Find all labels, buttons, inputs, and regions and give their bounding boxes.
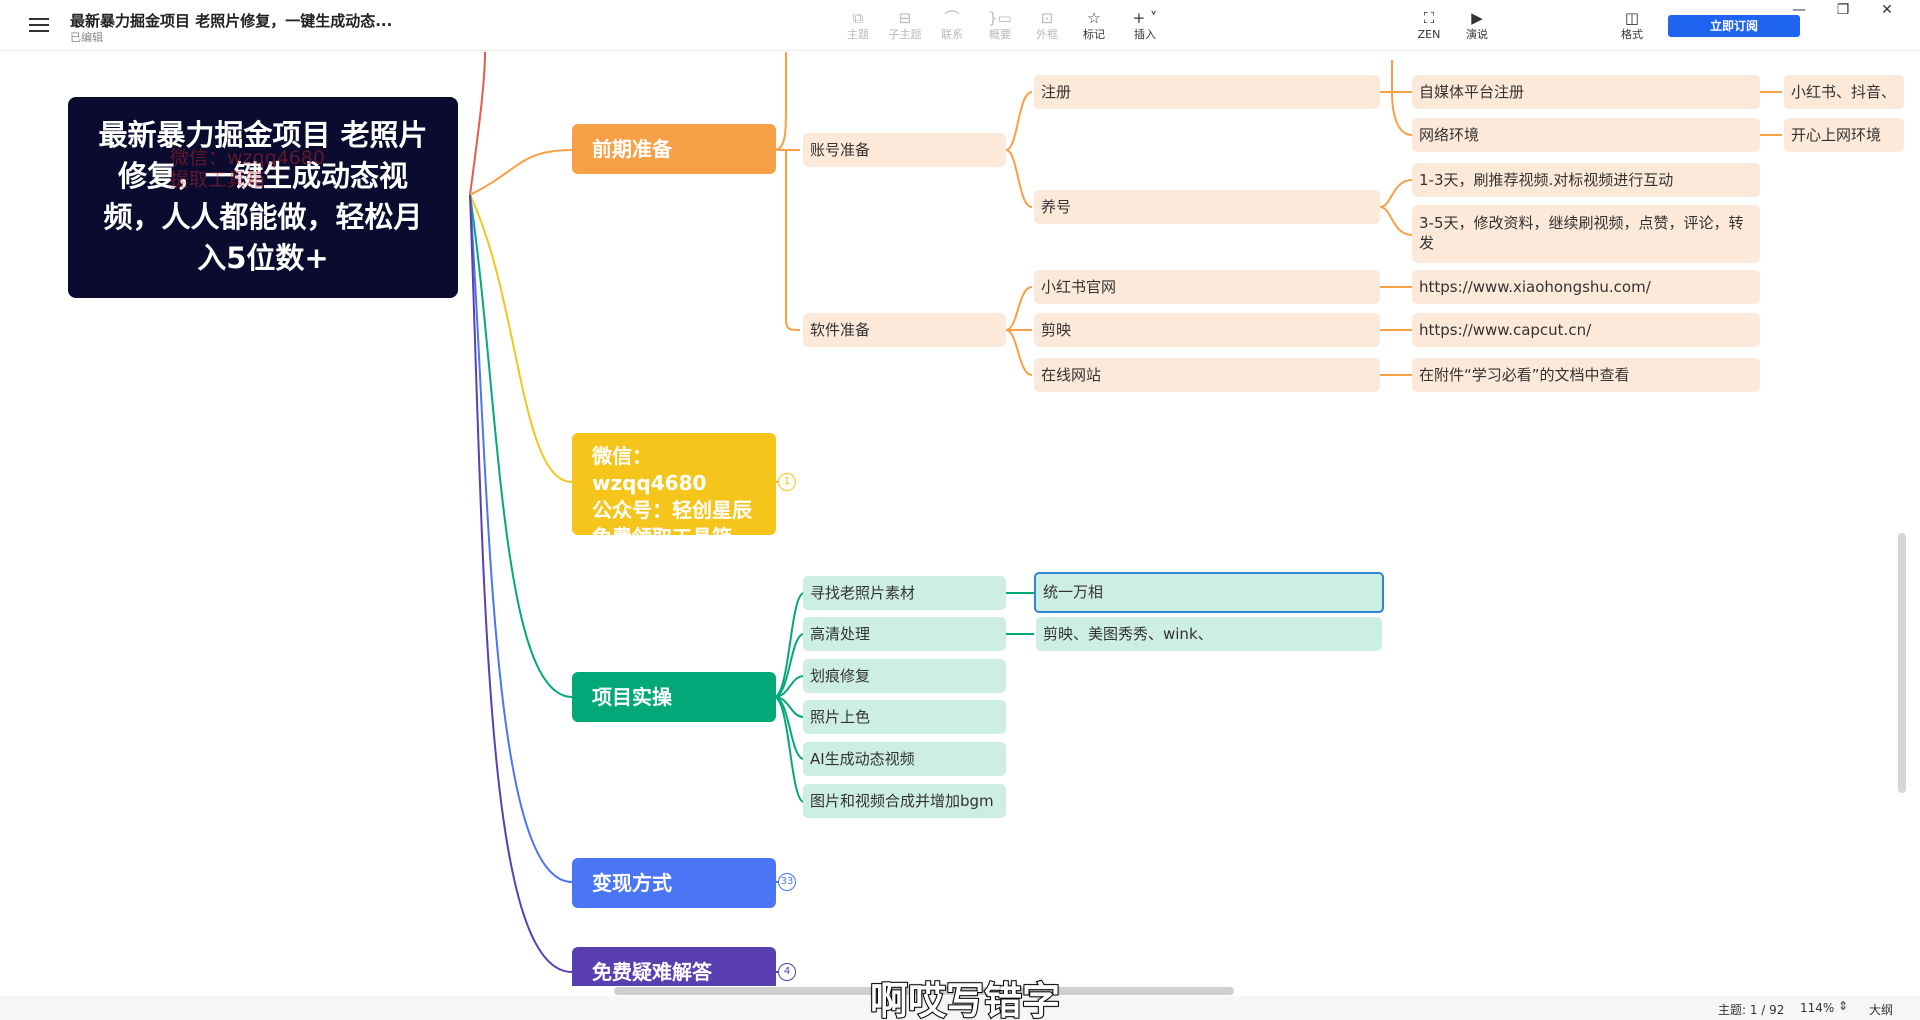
mindmap-canvas[interactable]: 最新暴力掘金项目 老照片修复，一键生成动态视频，人人都能做，轻松月入5位数+ 微… (0, 51, 1920, 986)
nurture-child-day3[interactable]: 3-5天，修改资料，继续刷视频，点赞，评论，转发 (1412, 205, 1760, 263)
subtopic-software[interactable]: 软件准备 (803, 313, 1006, 347)
status-bar: 主题: 1 / 92 114% ⇕ 大纲 (0, 996, 1920, 1020)
software-child-online[interactable]: 在线网站 (1034, 358, 1380, 392)
subtopic-button[interactable]: ⊟ 子主题 (882, 8, 928, 42)
minimize-icon[interactable]: — (1792, 2, 1806, 18)
contact-collapsed-count[interactable]: 1 (778, 473, 796, 491)
close-icon[interactable]: ✕ (1881, 2, 1893, 18)
root-watermark-text: 微信：wzqq4680 提取工具箱 (170, 147, 325, 191)
horizontal-scrollbar[interactable] (14, 985, 1894, 995)
main-topic-practice[interactable]: 项目实操 (572, 672, 776, 722)
practice-child-find[interactable]: 寻找老照片素材 (803, 576, 1006, 610)
branch-connectors (469, 51, 1782, 973)
software-leaf-xhs-url[interactable]: https://www.xiaohongshu.com/ (1412, 270, 1760, 304)
main-topic-prep[interactable]: 前期准备 (572, 124, 776, 174)
subtopic-nurture[interactable]: 养号 (1034, 190, 1380, 224)
vertical-scrollbar[interactable] (1896, 51, 1906, 985)
practice-child-hd[interactable]: 高清处理 (803, 617, 1006, 651)
relation-curve-icon: ⌒ (944, 9, 960, 27)
faq-collapsed-count[interactable]: 4 (778, 963, 796, 981)
zoom-stepper-icon[interactable]: ⇕ (1838, 999, 1849, 1013)
practice-child-color[interactable]: 照片上色 (803, 700, 1006, 734)
node-edit-input[interactable]: 统一万相 (1034, 572, 1384, 613)
subtopic-icon: ⊟ (898, 9, 912, 27)
document-status: 已编辑 (70, 31, 103, 44)
summary-brace-icon: }▭ (988, 9, 1012, 27)
practice-child-compose[interactable]: 图片和视频合成并增加bgm (803, 784, 1006, 818)
format-panel-button[interactable]: ◫ 格式 (1609, 8, 1655, 42)
software-child-capcut[interactable]: 剪映 (1034, 313, 1380, 347)
zoom-level[interactable]: 114% (1800, 1001, 1835, 1015)
topic-icon: ⧉ (852, 9, 864, 27)
topic-button[interactable]: ⧉ 主题 (835, 8, 881, 42)
contact-official-account: 公众号：轻创星辰 (592, 498, 752, 522)
subtopic-register[interactable]: 注册 (1034, 75, 1380, 109)
register-leaf-network[interactable]: 开心上网环境 (1784, 118, 1904, 152)
topic-counter: 主题: 1 / 92 (1718, 1003, 1785, 1017)
practice-child-scratch[interactable]: 划痕修复 (803, 659, 1006, 693)
software-child-xhs[interactable]: 小红书官网 (1034, 270, 1380, 304)
video-subtitle: 啊哎写错字 (869, 978, 1061, 1020)
main-topic-monetize[interactable]: 变现方式 (572, 858, 776, 908)
horizontal-scroll-thumb[interactable] (614, 987, 1234, 995)
boundary-icon: ⊡ (1040, 9, 1054, 27)
root-topic[interactable]: 最新暴力掘金项目 老照片修复，一键生成动态视频，人人都能做，轻松月入5位数+ (68, 97, 458, 298)
plus-dropdown-icon: + ˅ (1132, 9, 1158, 27)
register-child-network[interactable]: 网络环境 (1412, 118, 1760, 152)
practice-hd-tools[interactable]: 剪映、美图秀秀、wink、 (1036, 617, 1382, 651)
main-topic-contact[interactable]: 微信：wzqq4680 公众号：轻创星辰 免费领取工具箱 (572, 433, 776, 549)
panel-icon: ◫ (1624, 9, 1640, 27)
practice-child-ai-video[interactable]: AI生成动态视频 (803, 742, 1006, 776)
marker-button[interactable]: ☆ 标记 (1071, 8, 1117, 42)
present-button[interactable]: ▶ 演说 (1454, 8, 1500, 42)
boundary-button[interactable]: ⊡ 外框 (1024, 8, 1070, 42)
document-title[interactable]: 最新暴力掘金项目 老照片修复，一键生成动态... (70, 12, 393, 30)
zen-mode-button[interactable]: ⛶ ZEN (1406, 8, 1452, 42)
subscribe-button[interactable]: 立即订阅 (1668, 15, 1800, 37)
outline-button[interactable]: 大纲 (1869, 1003, 1894, 1017)
summary-button[interactable]: }▭ 概要 (977, 8, 1023, 42)
nurture-child-day1[interactable]: 1-3天，刷推荐视频.对标视频进行互动 (1412, 163, 1760, 197)
software-leaf-capcut-url[interactable]: https://www.capcut.cn/ (1412, 313, 1760, 347)
insert-button[interactable]: + ˅ 插入 (1122, 8, 1168, 42)
contact-free-toolbox: 免费领取工具箱 (592, 525, 732, 549)
star-icon: ☆ (1087, 9, 1101, 27)
top-toolbar: 最新暴力掘金项目 老照片修复，一键生成动态... 已编辑 ⧉ 主题 ⊟ 子主题 … (0, 0, 1920, 51)
register-child-platform[interactable]: 自媒体平台注册 (1412, 75, 1760, 109)
main-topic-faq[interactable]: 免费疑难解答 (572, 947, 776, 986)
register-leaf-platforms[interactable]: 小红书、抖音、 (1784, 75, 1904, 109)
monetize-collapsed-count[interactable]: 33 (778, 873, 796, 891)
contact-wechat: 微信：wzqq4680 (592, 444, 707, 495)
fullscreen-icon: ⛶ (1423, 9, 1435, 27)
hamburger-menu-icon[interactable] (27, 14, 51, 36)
restore-icon[interactable]: ❐ (1836, 2, 1850, 18)
play-icon: ▶ (1471, 9, 1483, 27)
relation-button[interactable]: ⌒ 联系 (929, 8, 975, 42)
subtopic-account[interactable]: 账号准备 (803, 133, 1006, 167)
vertical-scroll-thumb[interactable] (1898, 533, 1906, 793)
software-leaf-online[interactable]: 在附件“学习必看”的文档中查看 (1412, 358, 1760, 392)
